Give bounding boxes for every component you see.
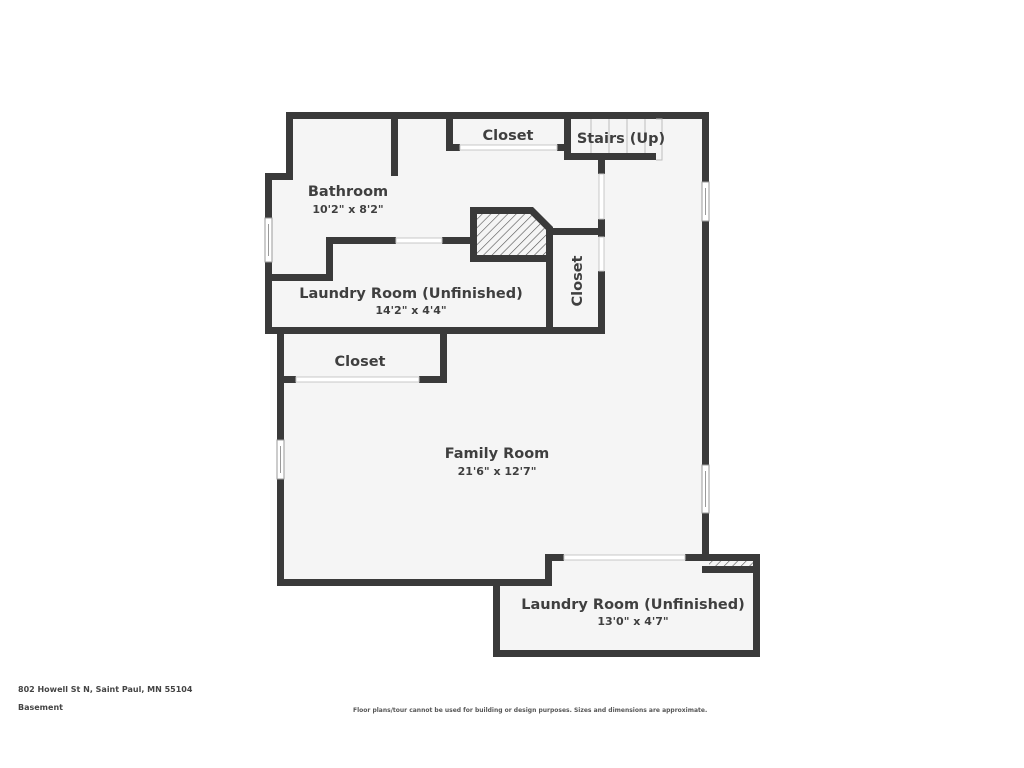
chimney-hatch	[477, 214, 546, 255]
room-name: Bathroom	[308, 184, 388, 200]
room-laundry-lower: Laundry Room (Unfinished) 13'0" x 4'7"	[521, 597, 745, 628]
room-name: Closet	[335, 354, 386, 370]
room-dimensions: 10'2" x 8'2"	[312, 203, 383, 216]
openings	[295, 144, 686, 561]
room-dimensions: 13'0" x 4'7"	[597, 615, 668, 628]
window-family-left	[276, 439, 285, 480]
windows	[264, 181, 710, 514]
walls	[265, 112, 760, 657]
window-right-lower	[701, 464, 710, 514]
room-name: Closet	[483, 128, 534, 144]
room-closet-side: Closet	[570, 255, 586, 306]
floor-fill	[268, 115, 757, 654]
room-closet-lower: Closet	[335, 354, 386, 370]
room-closet-upper: Closet	[483, 128, 534, 144]
disclaimer: Floor plans/tour cannot be used for buil…	[353, 707, 708, 714]
room-name: Family Room	[445, 446, 550, 462]
window-right-upper	[701, 181, 710, 222]
room-name: Closet	[570, 255, 586, 306]
room-dimensions: 14'2" x 4'4"	[375, 304, 446, 317]
floor-name: Basement	[18, 703, 63, 712]
hatched-column	[709, 561, 753, 566]
room-dimensions: 21'6" x 12'7"	[458, 465, 537, 478]
room-name: Stairs (Up)	[577, 131, 665, 147]
room-name: Laundry Room (Unfinished)	[521, 597, 745, 613]
room-bathroom: Bathroom 10'2" x 8'2"	[308, 184, 388, 216]
room-stairs: Stairs (Up)	[577, 131, 665, 147]
window-bathroom-left	[264, 217, 273, 263]
room-name: Laundry Room (Unfinished)	[299, 286, 523, 302]
room-family-room: Family Room 21'6" x 12'7"	[445, 446, 550, 478]
room-laundry-upper: Laundry Room (Unfinished) 14'2" x 4'4"	[299, 286, 523, 317]
property-address: 802 Howell St N, Saint Paul, MN 55104	[18, 685, 193, 694]
stairs	[590, 118, 663, 161]
